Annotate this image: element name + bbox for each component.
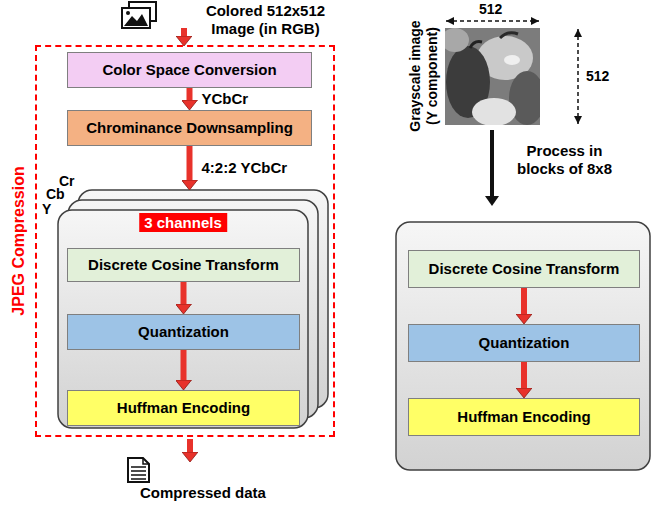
- process-box: Chrominance Downsampling: [67, 110, 312, 146]
- annotation-label: Process in blocks of 8x8: [507, 142, 622, 178]
- process-box: Huffman Encoding: [67, 390, 300, 426]
- document-icon: [128, 458, 149, 482]
- flow-arrow: [521, 288, 527, 314]
- box-label: Color Space Conversion: [102, 61, 276, 78]
- annotation-label: 512: [586, 68, 609, 85]
- flow-arrow: [187, 88, 193, 100]
- flow-arrow: [187, 146, 193, 180]
- box-label: Huffman Encoding: [117, 399, 250, 416]
- box-label: Discrete Cosine Transform: [429, 260, 620, 277]
- annotation-label: Grayscale image (Y component): [407, 12, 441, 140]
- process-box: Discrete Cosine Transform: [408, 250, 640, 288]
- output-arrow: [187, 439, 193, 452]
- box-label: Quantization: [138, 323, 229, 340]
- dashed-region: JPEG CompressionColor Space ConversionCh…: [35, 45, 335, 437]
- process-box: Quantization: [408, 324, 640, 362]
- flow-arrow: [181, 350, 187, 380]
- box-label: Quantization: [479, 334, 570, 351]
- channel-stack: 3 channelsDiscrete Cosine TransformQuant…: [58, 190, 328, 428]
- box-label: Chrominance Downsampling: [86, 119, 293, 136]
- process-box: Quantization: [67, 314, 300, 350]
- process-box: Discrete Cosine Transform: [67, 248, 300, 282]
- grayscale-photo: [445, 28, 540, 125]
- annotation-label: Colored 512x512 Image (in RGB): [198, 2, 333, 38]
- dimension-arrow: [446, 20, 539, 22]
- input-arrow: [181, 28, 187, 36]
- box-label: Discrete Cosine Transform: [88, 256, 279, 273]
- process-box: Huffman Encoding: [408, 398, 640, 436]
- channel-name: Cb: [46, 186, 65, 203]
- annotation-label: 512: [479, 1, 502, 18]
- edge-label: 4:2:2 YCbCr: [202, 159, 288, 177]
- channel-name: Y: [42, 201, 51, 218]
- box-label: Huffman Encoding: [457, 408, 590, 425]
- image-icon: [122, 2, 156, 28]
- channel-tag: 3 channels: [139, 213, 227, 232]
- block-container: [396, 222, 650, 470]
- process-box: Color Space Conversion: [67, 52, 312, 88]
- edge-label: YCbCr: [202, 90, 249, 108]
- annotation-label: Compressed data: [140, 484, 266, 502]
- process-arrow: [490, 130, 494, 196]
- channel-stack: [58, 190, 328, 428]
- region-heading: JPEG Compression: [10, 166, 28, 315]
- dimension-arrow: [577, 29, 579, 124]
- flow-arrow: [521, 362, 527, 388]
- flow-arrow: [181, 282, 187, 304]
